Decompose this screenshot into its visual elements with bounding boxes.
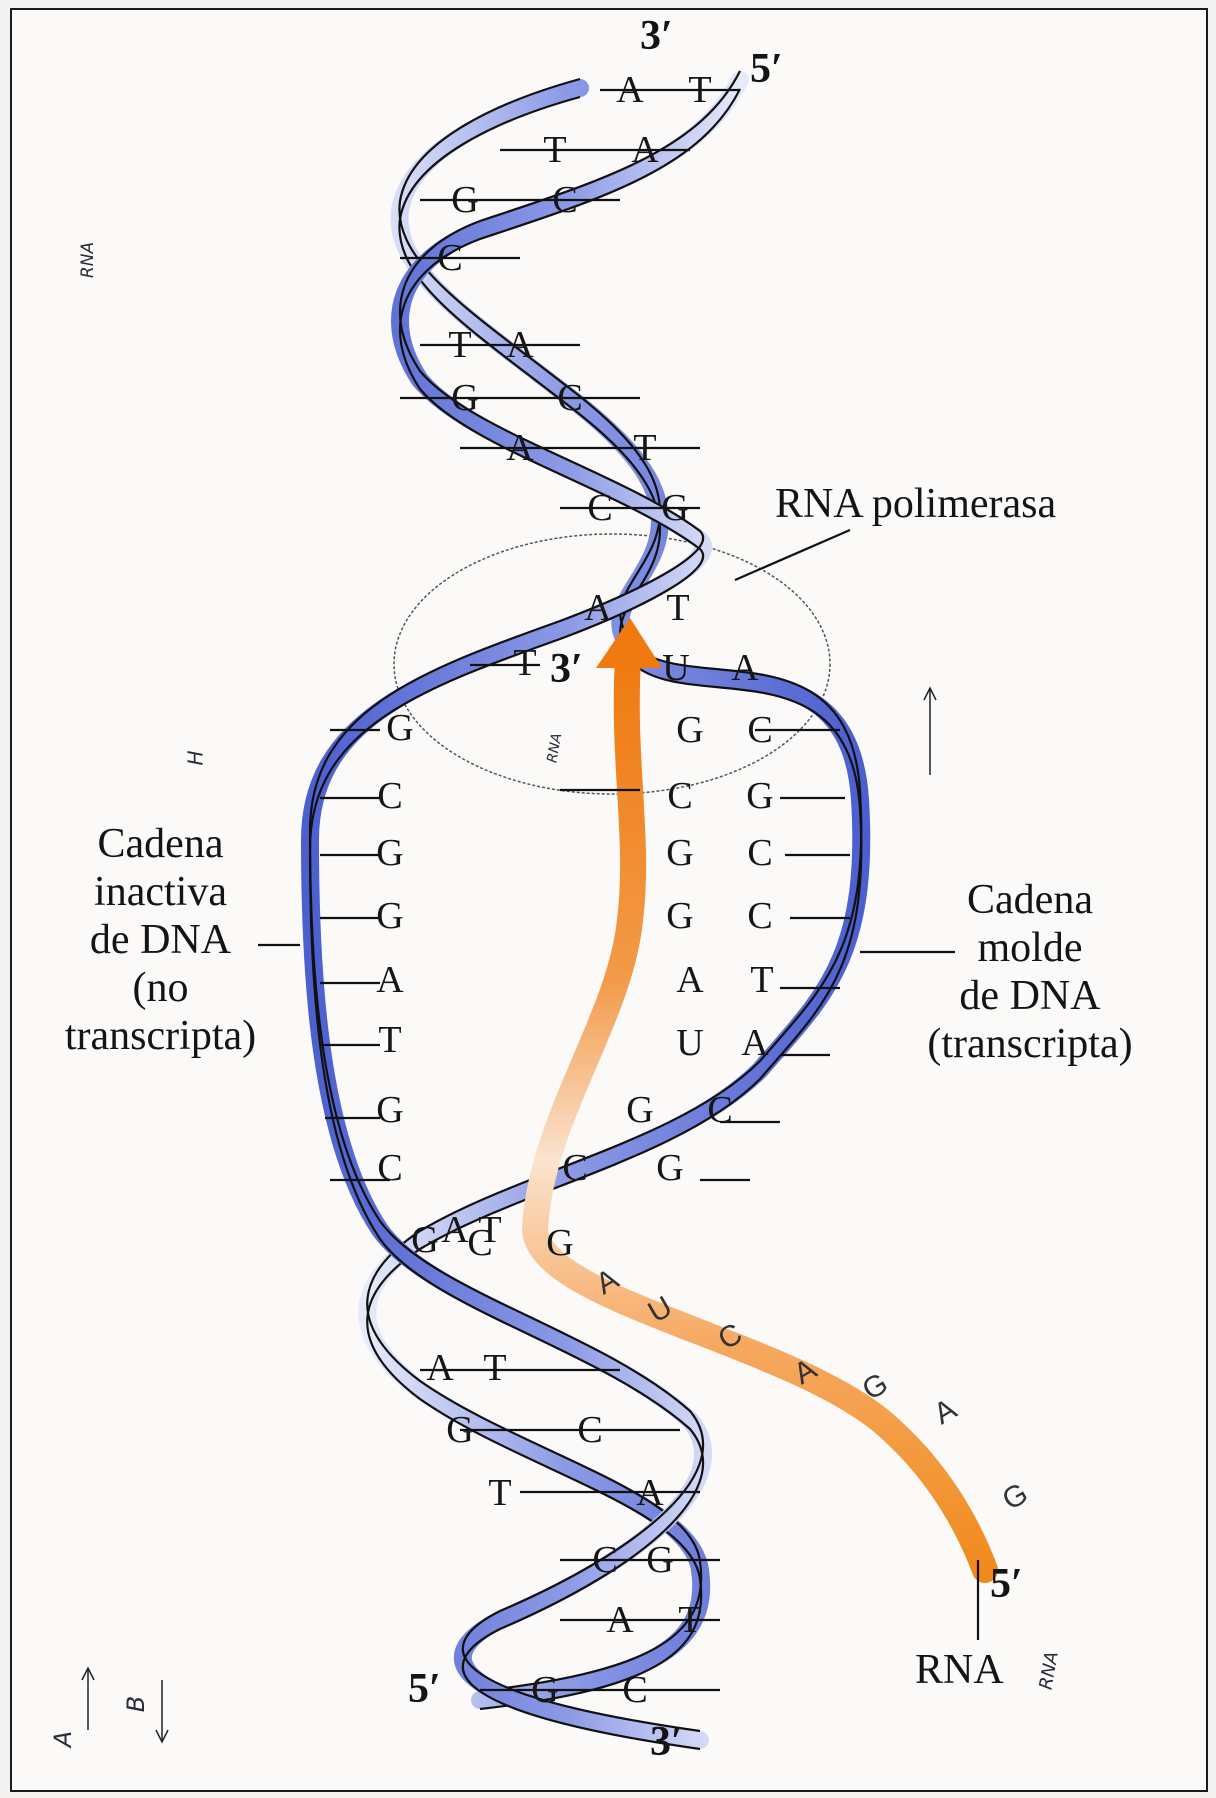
- base-top-right: T: [688, 69, 711, 111]
- template-line-4: (transcripta): [890, 1020, 1170, 1068]
- base-top-right: C: [552, 179, 577, 221]
- base-bottom-right: T: [678, 1599, 701, 1641]
- base-rna: G: [676, 709, 703, 751]
- base-top-left: G: [451, 179, 478, 221]
- base-bottom-left: A: [441, 1209, 469, 1251]
- base-top-left: G: [451, 377, 478, 419]
- base-bubble-left: G: [376, 895, 403, 937]
- prime3-rna-label: 3′: [550, 645, 583, 693]
- base-bubble-left: A: [376, 959, 404, 1001]
- base-rna: G: [666, 832, 693, 874]
- base-top-right: C: [557, 377, 582, 419]
- base-bottom-right: T: [478, 1209, 501, 1251]
- base-bottom-left: A: [606, 1599, 634, 1641]
- base-top-left: A: [506, 427, 534, 469]
- nontemplate-line-5: transcripta): [38, 1012, 283, 1060]
- base-bottom-left: G: [531, 1669, 558, 1711]
- template-strand: [367, 88, 861, 1700]
- base-template: C: [747, 832, 772, 874]
- base-bubble-left: C: [377, 1147, 402, 1189]
- prime5-bottom-label: 5′: [408, 1665, 441, 1713]
- base-bottom-right: G: [646, 1539, 673, 1581]
- base-bottom-right: A: [636, 1472, 664, 1514]
- side-label-a: A: [49, 1731, 77, 1747]
- base-rna: G: [666, 895, 693, 937]
- base-top-right: A: [631, 129, 659, 171]
- base-template: T: [750, 959, 773, 1001]
- base-top-right: G: [661, 487, 688, 529]
- base-top-left: C: [587, 487, 612, 529]
- side-label-b: B: [122, 1696, 150, 1712]
- nontemplate-line-3: de DNA: [38, 916, 283, 964]
- base-bottom-right: C: [577, 1409, 602, 1451]
- base-top-left: T: [543, 129, 566, 171]
- base-bottom-right: C: [622, 1669, 647, 1711]
- nontemplate-line-4: (no: [38, 964, 283, 1012]
- base-rna: C: [562, 1147, 587, 1189]
- rna-polymerase-label: RNA polimerasa: [775, 480, 1056, 528]
- base-template: C: [707, 1089, 732, 1131]
- prime5-rna-label: 5′: [990, 1560, 1023, 1608]
- template-line-3: de DNA: [890, 972, 1170, 1020]
- base-bottom-left: T: [488, 1472, 511, 1514]
- base-top-left: T: [448, 324, 471, 366]
- base-bubble-left: T: [513, 642, 536, 684]
- base-rna: C: [667, 775, 692, 817]
- base-bottom-left: C: [592, 1539, 617, 1581]
- base-template: C: [747, 895, 772, 937]
- base-bubble-left: C: [377, 775, 402, 817]
- base-rna: A: [676, 959, 704, 1001]
- rna-tail-base: G: [997, 1477, 1034, 1517]
- prime3-bottom-label: 3′: [650, 1718, 683, 1766]
- rna-tail-base: A: [928, 1392, 962, 1431]
- template-line-1: Cadena: [890, 876, 1170, 924]
- base-bubble-left: G: [376, 832, 403, 874]
- prime3-top-label: 3′: [640, 12, 673, 60]
- nontemplate-label: Cadena inactiva de DNA (no transcripta): [38, 820, 283, 1060]
- base-bubble-left: G: [411, 1219, 438, 1261]
- base-bottom-left: G: [446, 1409, 473, 1451]
- base-top-right: T: [633, 427, 656, 469]
- base-rna: G: [546, 1222, 573, 1264]
- nontemplate-line-1: Cadena: [38, 820, 283, 868]
- base-bubble-left: T: [378, 1019, 401, 1061]
- base-template: G: [656, 1147, 683, 1189]
- base-rna: U: [676, 1022, 703, 1064]
- handwritten-note-1: RNA: [78, 242, 98, 278]
- base-template: C: [747, 709, 772, 751]
- base-bubble-left: G: [386, 707, 413, 749]
- base-rna: A: [584, 587, 612, 629]
- base-bottom-left: A: [426, 1347, 454, 1389]
- template-label: Cadena molde de DNA (transcripta): [890, 876, 1170, 1068]
- handwritten-note-4: H: [184, 750, 208, 765]
- base-template: A: [741, 1022, 769, 1064]
- prime5-top-label: 5′: [750, 45, 783, 93]
- base-template: T: [666, 587, 689, 629]
- base-top-right: A: [506, 324, 534, 366]
- base-template: A: [731, 647, 759, 689]
- base-rna: U: [662, 647, 689, 689]
- rna-label: RNA: [915, 1646, 1004, 1694]
- template-line-2: molde: [890, 924, 1170, 972]
- polymerase-leader: [735, 530, 850, 580]
- direction-arrow-icon: [924, 688, 936, 775]
- nontemplate-line-2: inactiva: [38, 868, 283, 916]
- base-top-left: C: [437, 237, 462, 279]
- base-bottom-right: T: [483, 1347, 506, 1389]
- base-bubble-left: G: [376, 1089, 403, 1131]
- base-top-left: A: [616, 69, 644, 111]
- base-rna: G: [626, 1089, 653, 1131]
- base-template: G: [746, 775, 773, 817]
